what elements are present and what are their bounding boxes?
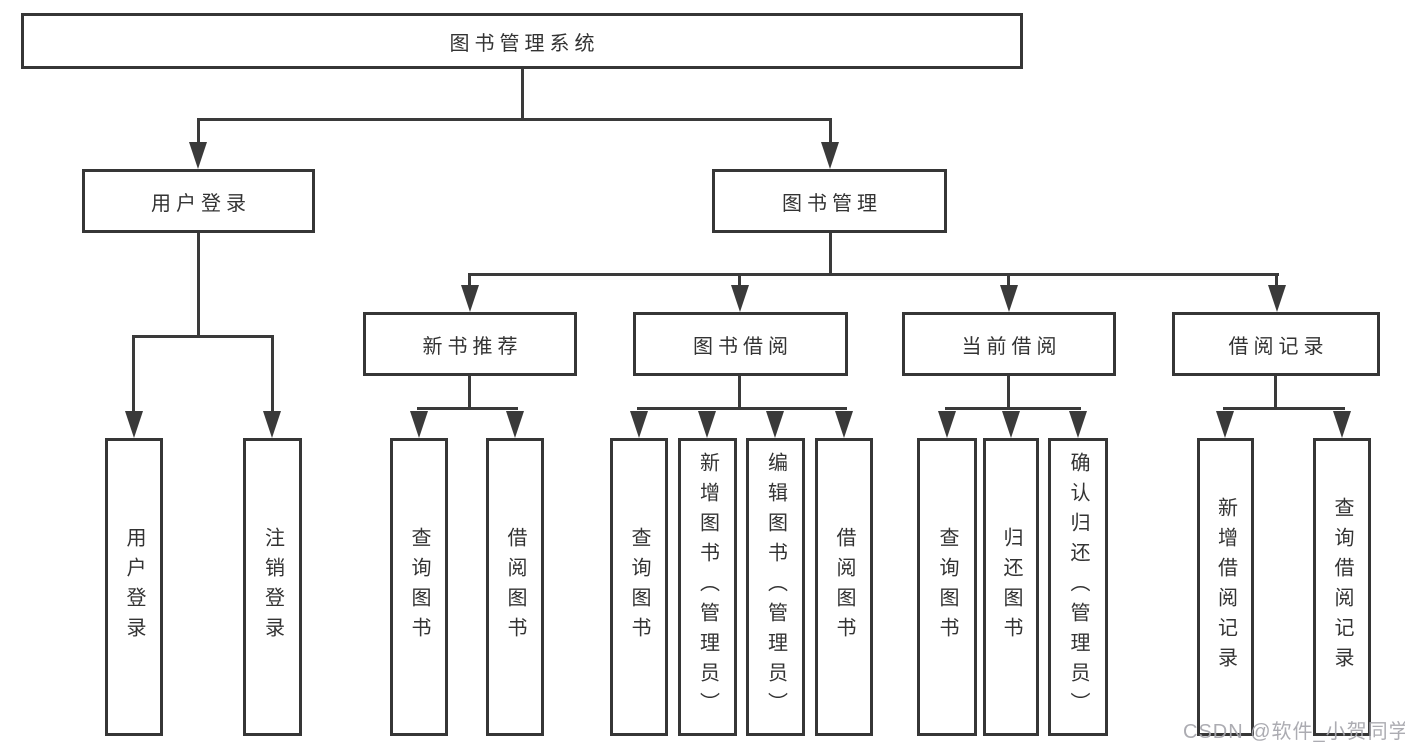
leaf-label: 借阅图书 — [504, 527, 526, 647]
node-label: 新书推荐 — [422, 335, 523, 358]
connector-stem — [829, 233, 832, 276]
connector-stem — [1007, 376, 1010, 410]
connector-branch — [637, 407, 847, 410]
connector-root-stem — [521, 69, 524, 121]
connector-level3-branch — [468, 273, 1279, 276]
arrow-down-icon — [189, 142, 207, 169]
leaf-label: 注销登录 — [261, 527, 284, 647]
connector-stem — [468, 273, 471, 288]
leaf-add-borrow-record: 新增借阅记录 — [1197, 438, 1254, 736]
node-label: 用户登录 — [151, 192, 251, 215]
node-new-book-recommendation: 新书推荐 — [363, 312, 577, 376]
arrow-down-icon — [1002, 411, 1020, 438]
connector-stem — [1007, 273, 1010, 288]
leaf-logout: 注销登录 — [243, 438, 302, 736]
connector-stem — [738, 376, 741, 410]
node-book-borrowing: 图书借阅 — [633, 312, 848, 376]
node-borrowing-records: 借阅记录 — [1172, 312, 1380, 376]
arrow-down-icon — [410, 411, 428, 438]
arrow-down-icon — [938, 411, 956, 438]
node-label: 图书管理 — [782, 192, 882, 215]
arrow-down-icon — [821, 142, 839, 169]
node-label: 图书借阅 — [693, 335, 793, 358]
connector-stem — [738, 273, 741, 288]
node-label: 借阅记录 — [1228, 335, 1329, 358]
connector-stem — [197, 118, 200, 145]
leaf-label: 新增借阅记录 — [1214, 497, 1237, 677]
connector-level2-branch — [197, 118, 832, 121]
watermark: CSDN @软件_小贺同学 — [1183, 721, 1405, 743]
connector-branch — [945, 407, 1081, 410]
arrow-down-icon — [1333, 411, 1351, 438]
leaf-borrow-books-recommend: 借阅图书 — [486, 438, 544, 736]
arrow-down-icon — [1000, 285, 1018, 312]
leaf-query-books-borrowing: 查询图书 — [610, 438, 668, 736]
leaf-label: 确认归还（管理员） — [1067, 452, 1089, 722]
connector-stem — [197, 233, 200, 338]
connector-branch — [417, 407, 518, 410]
node-user-login: 用户登录 — [82, 169, 315, 233]
leaf-label: 查询图书 — [936, 527, 958, 647]
leaf-query-books-recommend: 查询图书 — [390, 438, 448, 736]
arrow-down-icon — [698, 411, 716, 438]
leaf-edit-book-admin: 编辑图书（管理员） — [746, 438, 805, 736]
connector-stem — [1275, 273, 1278, 288]
leaf-label: 查询图书 — [408, 527, 430, 647]
leaf-confirm-return-admin: 确认归还（管理员） — [1048, 438, 1108, 736]
leaf-label: 编辑图书（管理员） — [764, 452, 787, 722]
node-current-borrowing: 当前借阅 — [902, 312, 1116, 376]
leaf-borrow-books-borrowing: 借阅图书 — [815, 438, 873, 736]
connector-stem — [468, 376, 471, 410]
node-label: 图书管理系统 — [449, 32, 600, 55]
node-book-management: 图书管理 — [712, 169, 947, 233]
arrow-down-icon — [506, 411, 524, 438]
arrow-down-icon — [461, 285, 479, 312]
arrow-down-icon — [1216, 411, 1234, 438]
node-label: 当前借阅 — [961, 335, 1062, 358]
node-library-management-system: 图书管理系统 — [21, 13, 1023, 69]
arrow-down-icon — [835, 411, 853, 438]
arrow-down-icon — [125, 411, 143, 438]
connector-stem — [271, 335, 274, 413]
connector-branch — [1223, 407, 1345, 410]
leaf-label: 查询借阅记录 — [1331, 497, 1353, 677]
connector-stem — [1274, 376, 1277, 410]
leaf-label: 新增图书（管理员） — [696, 452, 719, 722]
leaf-query-books-current: 查询图书 — [917, 438, 977, 736]
arrow-down-icon — [731, 285, 749, 312]
arrow-down-icon — [263, 411, 281, 438]
leaf-add-book-admin: 新增图书（管理员） — [678, 438, 737, 736]
arrow-down-icon — [1268, 285, 1286, 312]
leaf-return-books: 归还图书 — [983, 438, 1039, 736]
arrow-down-icon — [630, 411, 648, 438]
leaf-label: 查询图书 — [628, 527, 650, 647]
leaf-user-login: 用户登录 — [105, 438, 163, 736]
connector-stem — [829, 118, 832, 145]
arrow-down-icon — [766, 411, 784, 438]
leaf-label: 归还图书 — [1000, 527, 1022, 647]
leaf-label: 借阅图书 — [833, 527, 855, 647]
leaf-label: 用户登录 — [123, 527, 145, 647]
connector-stem — [132, 335, 135, 413]
arrow-down-icon — [1069, 411, 1087, 438]
connector-branch — [132, 335, 274, 338]
leaf-query-borrow-record: 查询借阅记录 — [1313, 438, 1371, 736]
